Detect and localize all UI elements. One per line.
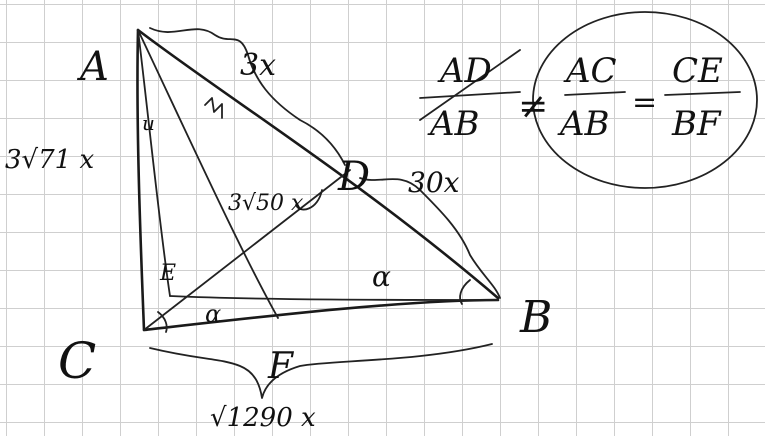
point-label-A: A xyxy=(76,44,109,90)
strike-mark xyxy=(419,49,521,121)
eq-den-AB: AB xyxy=(427,104,480,144)
point-label-F: F xyxy=(267,346,295,387)
segment-CB xyxy=(142,298,500,332)
segment-AE xyxy=(137,29,171,297)
angle-arc-C xyxy=(157,311,168,333)
zigzag-mark xyxy=(204,97,223,119)
eq-not-equal: ≠ xyxy=(518,86,548,127)
length-label-DB: 30x xyxy=(408,166,460,199)
brace-DB xyxy=(359,177,501,299)
fraction-bar-3 xyxy=(664,91,741,96)
segment-AB xyxy=(136,28,500,300)
right-angle-mark-D xyxy=(295,189,323,211)
segment-AF xyxy=(137,29,279,319)
fraction-bar-2 xyxy=(564,91,626,96)
point-label-B: B xyxy=(519,292,552,343)
segment-EB xyxy=(169,295,499,301)
equation-circle xyxy=(532,11,758,189)
length-label-CB: √1290 x xyxy=(210,403,316,433)
point-label-D: D xyxy=(337,154,370,200)
brace-AD xyxy=(149,27,346,166)
segment-AC xyxy=(136,28,146,332)
angle-label-alpha-B: α xyxy=(372,260,391,293)
segment-CD xyxy=(143,169,351,331)
length-label-CD: 3√50 x xyxy=(228,191,304,216)
point-label-E: E xyxy=(159,261,176,286)
eq-num-AD: AD xyxy=(437,51,492,91)
eq-den-AB-2: AB xyxy=(557,104,610,144)
tick-label-u: u xyxy=(142,111,155,135)
brace-CB xyxy=(149,343,493,399)
eq-num-CE: CE xyxy=(672,51,723,91)
angle-arc-B xyxy=(459,279,471,305)
eq-equals: = xyxy=(632,85,657,120)
eq-num-AC: AC xyxy=(563,51,617,91)
length-label-AC: 3√71 x xyxy=(5,145,94,175)
point-label-C: C xyxy=(58,332,96,390)
eq-den-BF: BF xyxy=(671,104,722,144)
fraction-bar-1 xyxy=(419,91,521,99)
angle-label-alpha-C: α xyxy=(205,300,221,328)
length-label-AD: 3x xyxy=(240,48,276,83)
